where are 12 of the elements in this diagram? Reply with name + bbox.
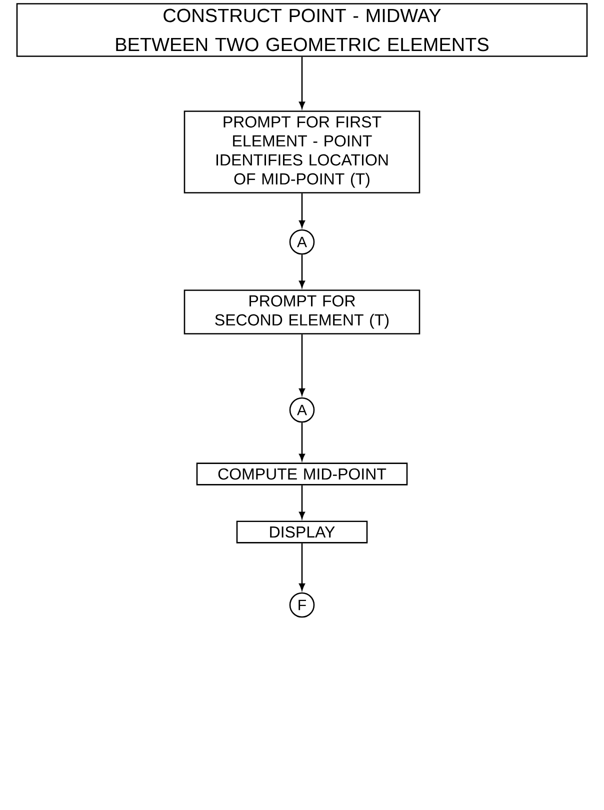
process-box: PROMPT FOR FIRST ELEMENT - POINT IDENTIFIES LOCATION OF MID-POINT (T) [184, 110, 420, 194]
arrow [299, 334, 305, 396]
process-box: COMPUTE MID-POINT [196, 462, 408, 486]
arrow [299, 485, 305, 519]
title-box: CONSTRUCT POINT - MIDWAY BETWEEN TWO GEOMETRIC ELEMENTS [16, 3, 588, 57]
process-box: DISPLAY [236, 520, 368, 544]
arrow [299, 422, 305, 461]
arrow [299, 543, 305, 590]
process-box: PROMPT FOR SECOND ELEMENT (T) [184, 290, 420, 334]
arrow [299, 193, 305, 228]
arrow [299, 56, 305, 109]
arrow [299, 254, 305, 288]
